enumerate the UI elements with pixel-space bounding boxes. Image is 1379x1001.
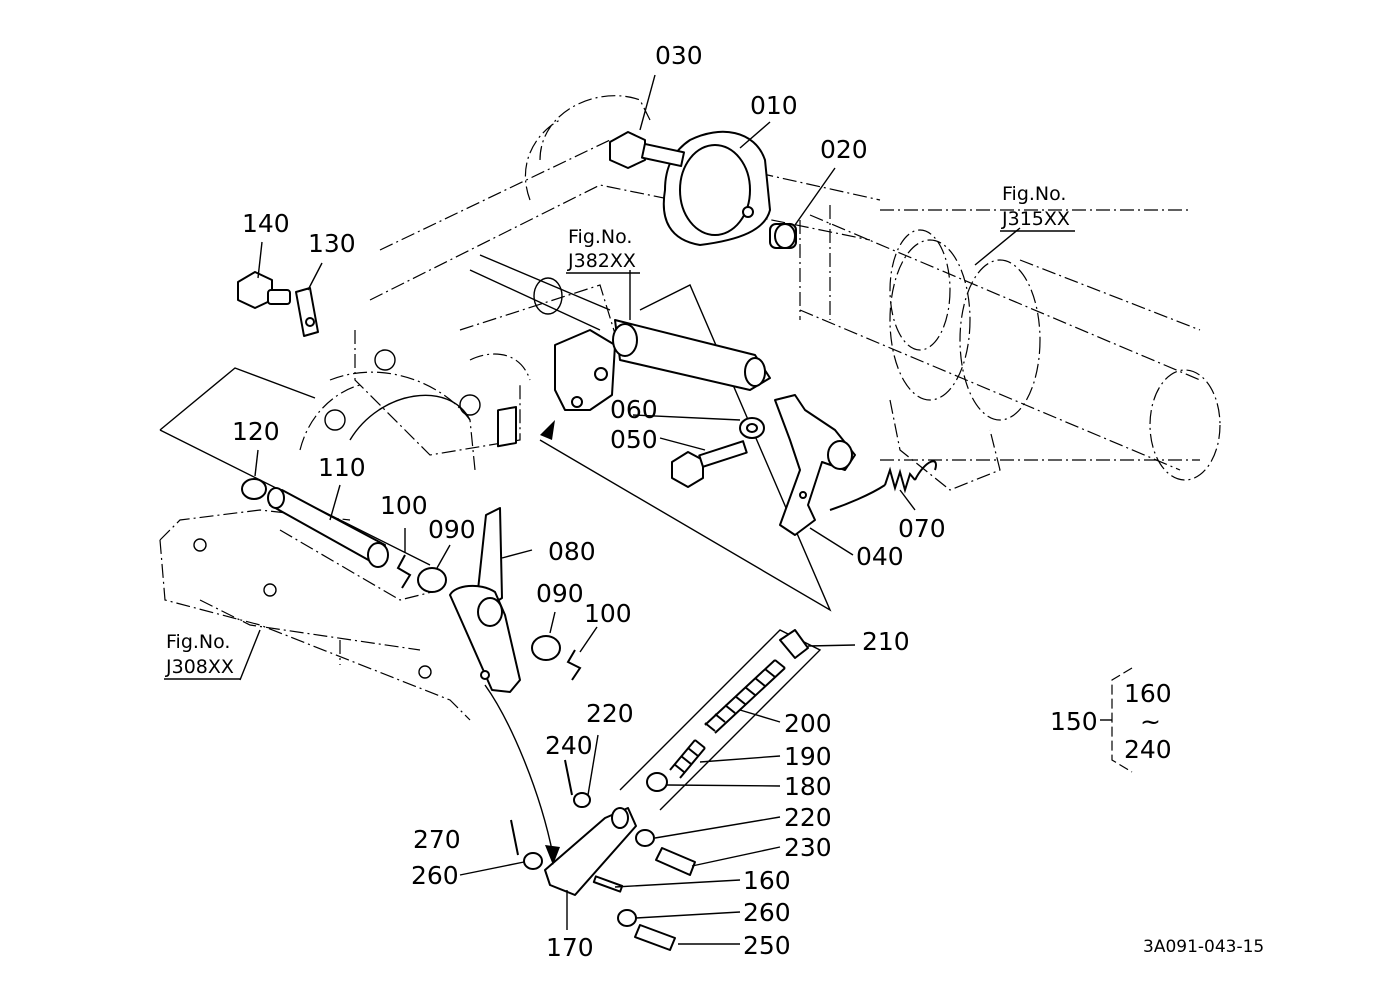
fig-ref-j315: Fig.No. J315XX bbox=[1000, 183, 1075, 232]
fig-ref-caption: Fig.No. bbox=[1002, 183, 1066, 205]
label-090-b: 090 bbox=[536, 579, 584, 608]
fig-ref-caption: Fig.No. bbox=[166, 631, 230, 653]
group-range-sep: ~ bbox=[1140, 707, 1161, 736]
part-100-clip-b bbox=[566, 649, 582, 681]
part-100-clip-a bbox=[396, 554, 412, 589]
part-140-bolt bbox=[237, 271, 291, 309]
label-210: 210 bbox=[862, 627, 910, 656]
part-070-spring bbox=[829, 460, 937, 511]
label-010: 010 bbox=[750, 91, 798, 120]
label-260-a: 260 bbox=[411, 861, 459, 890]
part-090-washer-a bbox=[417, 567, 447, 593]
label-260-b: 260 bbox=[743, 898, 791, 927]
label-070: 070 bbox=[898, 514, 946, 543]
fig-ref-code: J315XX bbox=[1001, 208, 1070, 230]
label-100-a: 100 bbox=[380, 491, 428, 520]
j382-linkage bbox=[469, 254, 771, 411]
fig-ref-code: J382XX bbox=[567, 250, 636, 272]
label-200: 200 bbox=[784, 709, 832, 738]
group-range-start: 160 bbox=[1124, 679, 1172, 708]
part-130-plate bbox=[295, 287, 319, 337]
fig-ref-j382: Fig.No. J382XX bbox=[566, 226, 640, 274]
part-110-shaft bbox=[267, 487, 389, 568]
label-090-a: 090 bbox=[428, 515, 476, 544]
part-030-bolt bbox=[609, 131, 686, 169]
part-060-nut bbox=[739, 417, 765, 439]
part-080-lever bbox=[449, 405, 521, 693]
fig-ref-j308: Fig.No. J308XX bbox=[164, 631, 240, 680]
group-label: 150 bbox=[1050, 707, 1098, 736]
spring-rod-assembly bbox=[510, 629, 809, 951]
label-140: 140 bbox=[242, 209, 290, 238]
label-120: 120 bbox=[232, 417, 280, 446]
main-shaft-outline bbox=[799, 214, 1221, 481]
label-040: 040 bbox=[856, 542, 904, 571]
part-120-oring bbox=[241, 478, 267, 500]
part-090-washer-b bbox=[531, 635, 561, 661]
part-020-bushing bbox=[769, 223, 797, 249]
label-250: 250 bbox=[743, 931, 791, 960]
label-050: 050 bbox=[610, 425, 658, 454]
fig-ref-caption: Fig.No. bbox=[568, 226, 632, 248]
drawing-code: 3A091-043-15 bbox=[1143, 937, 1264, 957]
label-170: 170 bbox=[546, 933, 594, 962]
assembly-arrows bbox=[484, 420, 560, 865]
label-030: 030 bbox=[655, 41, 703, 70]
part-050-bolt bbox=[671, 440, 748, 488]
label-180: 180 bbox=[784, 772, 832, 801]
label-160: 160 bbox=[743, 866, 791, 895]
group-range-end: 240 bbox=[1124, 735, 1172, 764]
label-270: 270 bbox=[413, 825, 461, 854]
label-230: 230 bbox=[784, 833, 832, 862]
label-190: 190 bbox=[784, 742, 832, 771]
label-220-b: 220 bbox=[784, 803, 832, 832]
label-240: 240 bbox=[545, 731, 593, 760]
part-labels: 030 010 020 140 130 120 110 100 090 080 … bbox=[232, 41, 946, 962]
label-080: 080 bbox=[548, 537, 596, 566]
label-020: 020 bbox=[820, 135, 868, 164]
label-060: 060 bbox=[610, 395, 658, 424]
assembly-group-legend: 150 160 ~ 240 bbox=[1050, 667, 1172, 773]
label-130: 130 bbox=[308, 229, 356, 258]
fig-ref-code: J308XX bbox=[165, 656, 234, 678]
part-040-arm bbox=[774, 394, 856, 536]
label-100-b: 100 bbox=[584, 599, 632, 628]
label-110: 110 bbox=[318, 453, 366, 482]
part-010-gasket bbox=[662, 130, 771, 246]
label-220-a: 220 bbox=[586, 699, 634, 728]
leader-lines bbox=[239, 74, 1021, 945]
housing-outline bbox=[159, 95, 1201, 721]
